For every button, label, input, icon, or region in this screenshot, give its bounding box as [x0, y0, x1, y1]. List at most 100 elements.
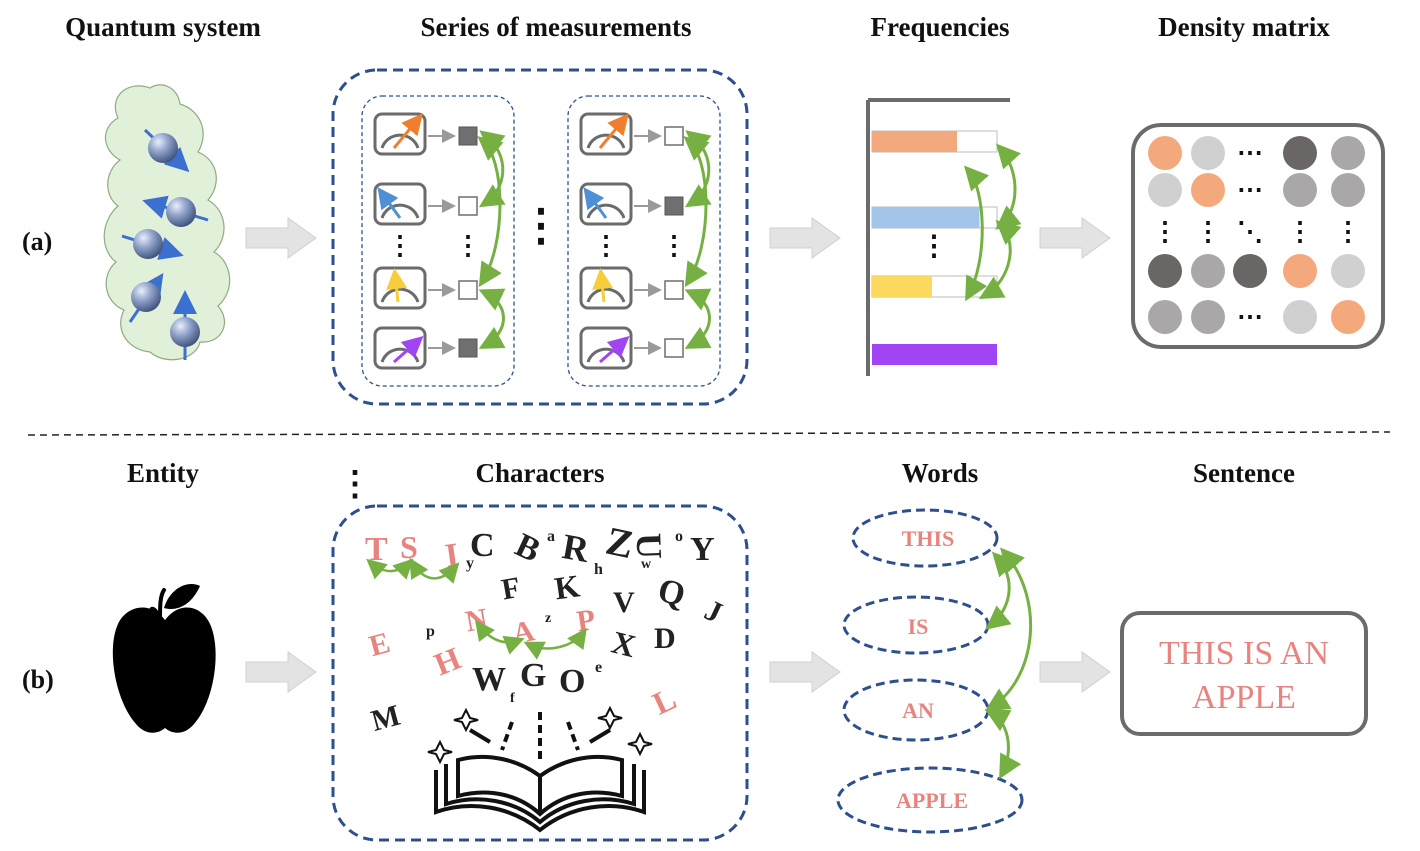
char-y: y [466, 555, 474, 572]
heading-frequencies: Frequencies [871, 12, 1010, 42]
matrix-element-gray [1191, 300, 1225, 334]
matrix-ellipsis: ⋮ [1335, 217, 1361, 246]
measurements-frame [331, 68, 749, 406]
char-F: F [499, 571, 523, 607]
frequency-histogram: ⋮ [866, 98, 1022, 376]
char-U: U [629, 532, 670, 559]
frequency-bar-yellow [871, 275, 998, 298]
matrix-element-orange [1331, 300, 1365, 334]
char-G: G [520, 657, 546, 694]
char-e: e [595, 659, 602, 676]
char-E: E [366, 626, 394, 663]
char-V: V [613, 586, 635, 619]
svg-text:⋮: ⋮ [387, 231, 413, 260]
word-an: AN [902, 698, 934, 723]
char-O: O [559, 663, 585, 700]
matrix-ellipsis: ⋯ [1237, 175, 1263, 204]
flow-arrow-a2 [769, 217, 841, 259]
word-this: THIS [902, 526, 955, 551]
heading-sentence: Sentence [1193, 458, 1295, 488]
matrix-ellipsis: ⋯ [1237, 138, 1263, 167]
flow-arrow-a3 [1039, 217, 1111, 259]
char-Y: Y [690, 531, 715, 568]
char-h: h [594, 561, 603, 578]
heading-series-of-measurements: Series of measurements [421, 12, 692, 42]
char-z: z [545, 611, 551, 626]
heading-words: Words [902, 458, 979, 488]
matrix-element-darkgray [1233, 254, 1267, 288]
quantum-system-cloud [103, 84, 231, 361]
sentence-line-2: APPLE [1192, 679, 1296, 716]
char-C: C [470, 527, 495, 564]
matrix-element-gray [1191, 254, 1225, 288]
density-matrix-grid: ⋯ ⋯ ⋮ ⋮ ⋱ ⋮ ⋮ ⋯ [1148, 136, 1365, 334]
matrix-ellipsis: ⋮ [1152, 217, 1178, 246]
panel-divider [27, 431, 1391, 436]
matrix-element-darkgray [1148, 254, 1182, 288]
matrix-ellipsis: ⋮ [1287, 217, 1313, 246]
words-column: THIS IS AN APPLE [836, 508, 1032, 834]
measurement-group-1: ⋮ ⋮ [361, 95, 515, 387]
characters-overflow-vdots: ⋮ [338, 466, 372, 503]
char-K: K [552, 567, 582, 606]
matrix-element-gray [1148, 300, 1182, 334]
characters-frame [331, 504, 749, 842]
matrix-element-gray [1331, 136, 1365, 170]
sentence-frame [1120, 611, 1368, 736]
matrix-element-lightgray [1331, 254, 1365, 288]
char-T: T [365, 531, 388, 568]
matrix-element-lightgray [1283, 300, 1317, 334]
more-groups-vdots: ⋮ [519, 201, 563, 250]
char-p: p [426, 623, 435, 640]
char-W: W [472, 661, 506, 698]
char-a: a [547, 528, 555, 545]
open-book-icon [427, 705, 653, 833]
scattered-characters: T S I C y B a R h Z U w o Y F K V Q J N … [365, 518, 727, 738]
heading-characters: Characters [476, 458, 605, 488]
matrix-element-orange [1148, 136, 1182, 170]
flow-arrow-b3 [1039, 651, 1111, 693]
heading-density-matrix: Density matrix [1158, 12, 1330, 42]
word-is: IS [908, 614, 929, 639]
matrix-element-gray [1331, 173, 1365, 207]
char-P: P [575, 603, 598, 638]
frequency-bar-purple [872, 344, 997, 365]
char-L: L [647, 680, 682, 722]
svg-text:⋮: ⋮ [920, 231, 948, 262]
word-apple: APPLE [896, 788, 968, 813]
panel-b: (b) Entity Characters Words Sentence ⋮ T… [22, 458, 1368, 842]
matrix-element-lightgray [1191, 136, 1225, 170]
matrix-element-orange [1283, 254, 1317, 288]
flow-arrow-b1 [245, 651, 317, 693]
heading-quantum-system: Quantum system [65, 12, 261, 42]
matrix-element-orange [1191, 173, 1225, 207]
heading-entity: Entity [127, 458, 200, 488]
char-Q: Q [654, 572, 689, 614]
frequency-bar-orange [871, 130, 998, 153]
flow-arrow-b2 [769, 651, 841, 693]
apple-icon [112, 584, 216, 733]
svg-text:⋮: ⋮ [455, 231, 481, 260]
panel-a: (a) Quantum system Series of measurement… [22, 12, 1385, 406]
char-o: o [675, 528, 683, 545]
char-H: H [429, 640, 466, 683]
char-w: w [641, 557, 652, 572]
svg-text:⋮: ⋮ [593, 231, 619, 260]
matrix-ellipsis: ⋯ [1237, 302, 1263, 331]
char-B: B [510, 527, 546, 570]
panel-b-label: (b) [22, 665, 54, 694]
char-S: S [400, 529, 418, 565]
char-f: f [510, 691, 515, 706]
char-X: X [608, 624, 639, 665]
matrix-ellipsis: ⋱ [1237, 217, 1263, 246]
sentence-line-1: THIS IS AN [1159, 635, 1329, 672]
svg-text:⋮: ⋮ [661, 231, 687, 260]
matrix-element-gray [1283, 173, 1317, 207]
frequency-bar-blue [871, 206, 998, 229]
matrix-ellipsis: ⋮ [1195, 217, 1221, 246]
char-D: D [654, 622, 676, 655]
char-J: J [700, 593, 728, 629]
char-M: M [368, 699, 404, 738]
panel-a-label: (a) [22, 227, 52, 256]
